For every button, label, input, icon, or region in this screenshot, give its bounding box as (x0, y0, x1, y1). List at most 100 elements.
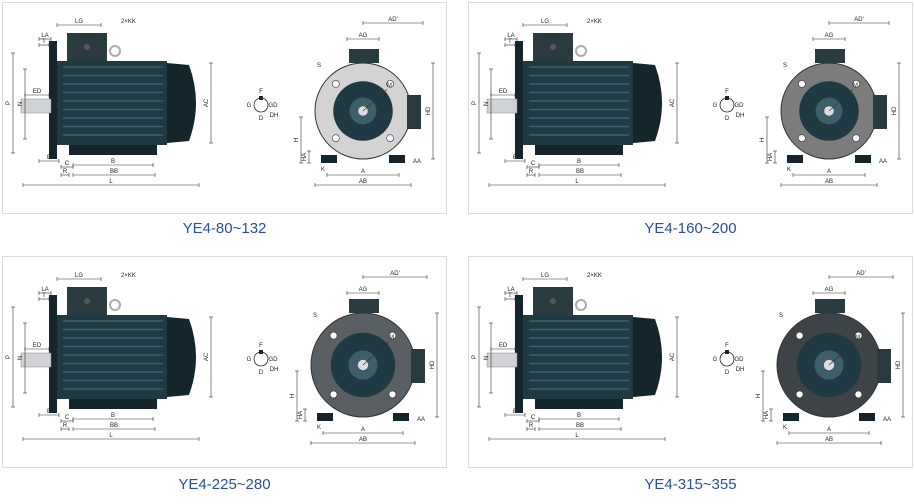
dim-label-r: R (529, 169, 534, 175)
bolt-hole (386, 80, 394, 88)
dim-label-a: A (361, 169, 365, 175)
dim-label-ab: AB (359, 179, 367, 185)
dim-label-f: F (259, 89, 263, 95)
shaft-key (725, 96, 729, 100)
dim-label-d: D (259, 370, 264, 376)
dim-label-h: H (756, 394, 762, 398)
side-terminal-box (877, 349, 891, 383)
dim-label-e: E (513, 155, 517, 161)
dim-label-ed: ED (499, 343, 508, 349)
shaft (20, 352, 52, 368)
front-foot-left (787, 155, 803, 163)
fan-cover (633, 317, 662, 397)
dim-label-aa: AA (413, 159, 421, 165)
dim-label-g: G (713, 357, 718, 363)
dim-label-l: L (575, 433, 579, 439)
dim-label-dh: DH (736, 113, 745, 119)
front-foot-left (783, 413, 799, 421)
dim-label-s: S (779, 313, 783, 319)
lifting-eye (575, 45, 587, 57)
top-terminal-box (815, 49, 845, 63)
dim-label-gd: GD (269, 357, 279, 363)
bolt-hole (798, 134, 806, 142)
shaft-end (253, 351, 269, 367)
motor-feet (69, 145, 157, 155)
dim-label-hd: HD (892, 106, 898, 115)
motor-body (523, 61, 633, 145)
dim-label-ac: AC (670, 98, 676, 107)
dim-label-k: K (783, 425, 787, 431)
bolt-hole (854, 390, 863, 399)
dim-label-a: A (827, 427, 831, 433)
dim-label-a: A (361, 427, 365, 433)
motor-body (57, 315, 167, 399)
dim-label-e: E (47, 155, 51, 161)
dim-label-ed: ED (499, 89, 508, 95)
dim-label-t: T (508, 39, 512, 45)
leader-line (828, 341, 856, 366)
bolt-hole (798, 80, 806, 88)
dim-label-bb: BB (576, 423, 584, 429)
dim-label-gd: GD (735, 357, 745, 363)
dim-label-ac: AC (204, 98, 210, 107)
dim-label-s: S (313, 313, 317, 319)
dim-label-r: R (529, 423, 534, 429)
dim-label-e: E (47, 409, 51, 415)
fan-cover (167, 317, 196, 397)
dim-label-ag: AG (825, 33, 834, 39)
dim-label-m: M (853, 83, 858, 89)
dim-label-la: LA (507, 33, 514, 39)
dim-label-b: B (111, 413, 115, 419)
cable-gland (84, 298, 90, 304)
dim-label-dh: DH (270, 367, 279, 373)
dim-label-dh: DH (736, 367, 745, 373)
caption-ye4-225-280: YE4-225~280 (178, 476, 271, 493)
caption-ye4-80-132: YE4-80~132 (182, 220, 267, 237)
dim-label-l: L (109, 179, 113, 185)
dim-label-r: R (63, 423, 68, 429)
shaft (486, 352, 518, 368)
dim-label-c: C (65, 415, 70, 421)
dim-label-d: D (725, 370, 730, 376)
motor-body (57, 61, 167, 145)
shaft (20, 98, 52, 114)
bolt-hole (388, 390, 397, 399)
dim-label-f: F (259, 343, 263, 349)
dim-label-g: G (713, 103, 718, 109)
dim-label-l: L (575, 179, 579, 185)
dim-label-aa: AA (879, 159, 887, 165)
shaft-end (719, 97, 735, 113)
bolt-hole (854, 331, 863, 340)
front-foot-right (855, 155, 871, 163)
dim-label-hd: HD (430, 360, 436, 369)
cable-gland (84, 44, 90, 50)
top-terminal-box (815, 299, 845, 313)
dim-label-r: R (63, 169, 68, 175)
dim-label-h: H (290, 394, 296, 398)
dim-label-ha: HA (768, 153, 774, 161)
dim-label-c: C (531, 415, 536, 421)
dim-label-lg: LG (541, 273, 549, 279)
lifting-eye (109, 45, 121, 57)
front-foot-right (859, 413, 875, 421)
dim-label-p: P (472, 101, 478, 105)
cable-gland (550, 44, 556, 50)
dim-label-l: L (109, 433, 113, 439)
front-foot-right (393, 413, 409, 421)
dim-label-bb: BB (110, 423, 118, 429)
dim-label-lg: LG (541, 19, 549, 25)
dim-label-hd: HD (426, 106, 432, 115)
dim-label-ac: AC (204, 352, 210, 361)
dim-label-gd: GD (269, 103, 279, 109)
dim-label-c: C (65, 161, 70, 167)
dim-label-ab: AB (825, 179, 833, 185)
dim-label-ha: HA (302, 153, 308, 161)
dim-label-e: E (513, 409, 517, 415)
dim-label-bb: BB (110, 169, 118, 175)
